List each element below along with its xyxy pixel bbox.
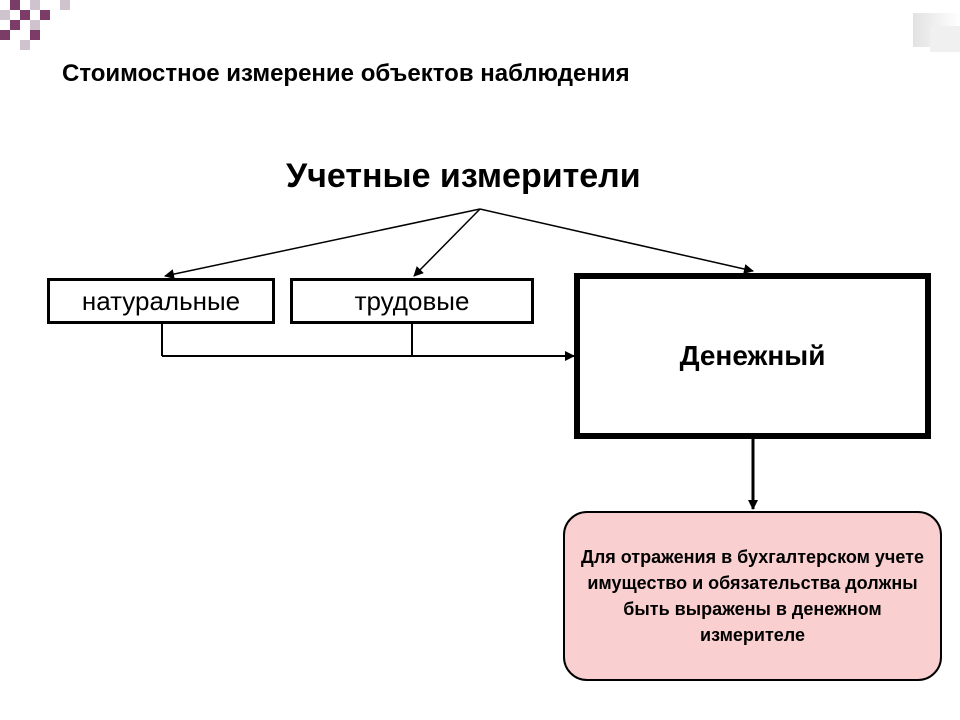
deco-square bbox=[60, 0, 70, 10]
deco-square bbox=[40, 10, 50, 20]
deco-square bbox=[10, 0, 20, 10]
deco-square bbox=[30, 20, 40, 30]
box-money-label: Денежный bbox=[679, 340, 826, 371]
deco-square bbox=[20, 10, 30, 20]
box-natural: натуральные bbox=[47, 278, 275, 324]
box-labor: трудовые bbox=[290, 278, 534, 324]
arrow-to-natural bbox=[164, 208, 481, 280]
decorative-corner-block bbox=[930, 26, 960, 52]
box-natural-label: натуральные bbox=[81, 285, 241, 316]
diagram-heading: Учетные измерители bbox=[286, 157, 641, 195]
deco-square bbox=[30, 30, 40, 40]
deco-square bbox=[0, 30, 10, 40]
deco-square bbox=[30, 0, 40, 10]
deco-square bbox=[10, 20, 20, 30]
note-text: Для отражения в бухгалтерском учете имущ… bbox=[581, 547, 924, 645]
deco-square bbox=[0, 10, 10, 20]
arrow-to-money bbox=[479, 208, 754, 274]
box-labor-label: трудовые bbox=[354, 285, 470, 316]
box-money: Денежный bbox=[574, 273, 931, 439]
slide-title: Стоимостное измерение объектов наблюдени… bbox=[62, 60, 630, 87]
arrow-to-labor bbox=[413, 208, 481, 277]
note-box: Для отражения в бухгалтерском учете имущ… bbox=[563, 511, 942, 681]
deco-square bbox=[20, 40, 30, 50]
